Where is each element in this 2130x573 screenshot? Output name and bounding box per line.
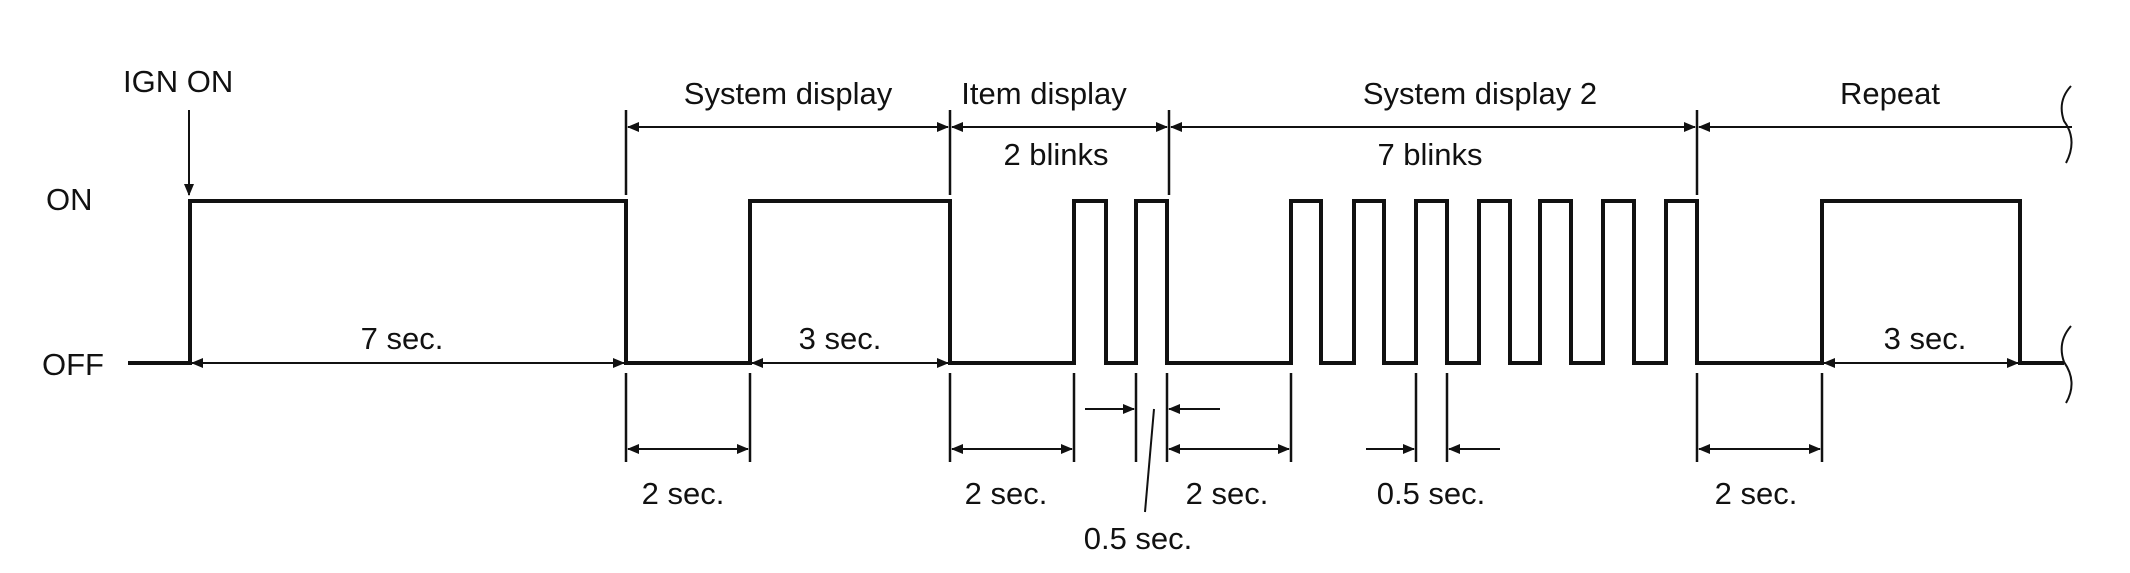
system2-blink-duration: 0.5 sec. — [1377, 476, 1486, 511]
break-symbol-bottom — [2060, 325, 2073, 404]
on-level-label: ON — [46, 182, 93, 217]
item-blink-leader — [1144, 408, 1155, 513]
off-level-label: OFF — [42, 347, 104, 382]
system2-off-duration: 2 sec. — [1186, 476, 1269, 511]
system-on-duration: 3 sec. — [799, 321, 882, 356]
system-display-2-label: System display 2 — [1363, 76, 1597, 111]
item-blink-duration: 0.5 sec. — [1084, 521, 1193, 556]
break-symbol-top — [2060, 85, 2073, 164]
ign-on-label: IGN ON — [123, 64, 233, 99]
repeat-on-duration: 3 sec. — [1884, 321, 1967, 356]
item-blink-count: 2 blinks — [1003, 137, 1108, 172]
signal-waveform — [128, 199, 2064, 365]
system-display-label: System display — [684, 76, 893, 111]
item-off-duration: 2 sec. — [965, 476, 1048, 511]
repeat-label: Repeat — [1840, 76, 1940, 111]
repeat-off-duration: 2 sec. — [1715, 476, 1798, 511]
system-off-duration: 2 sec. — [642, 476, 725, 511]
item-display-label: Item display — [961, 76, 1127, 111]
system2-blink-count: 7 blinks — [1377, 137, 1482, 172]
initial-on-duration: 7 sec. — [361, 321, 444, 356]
